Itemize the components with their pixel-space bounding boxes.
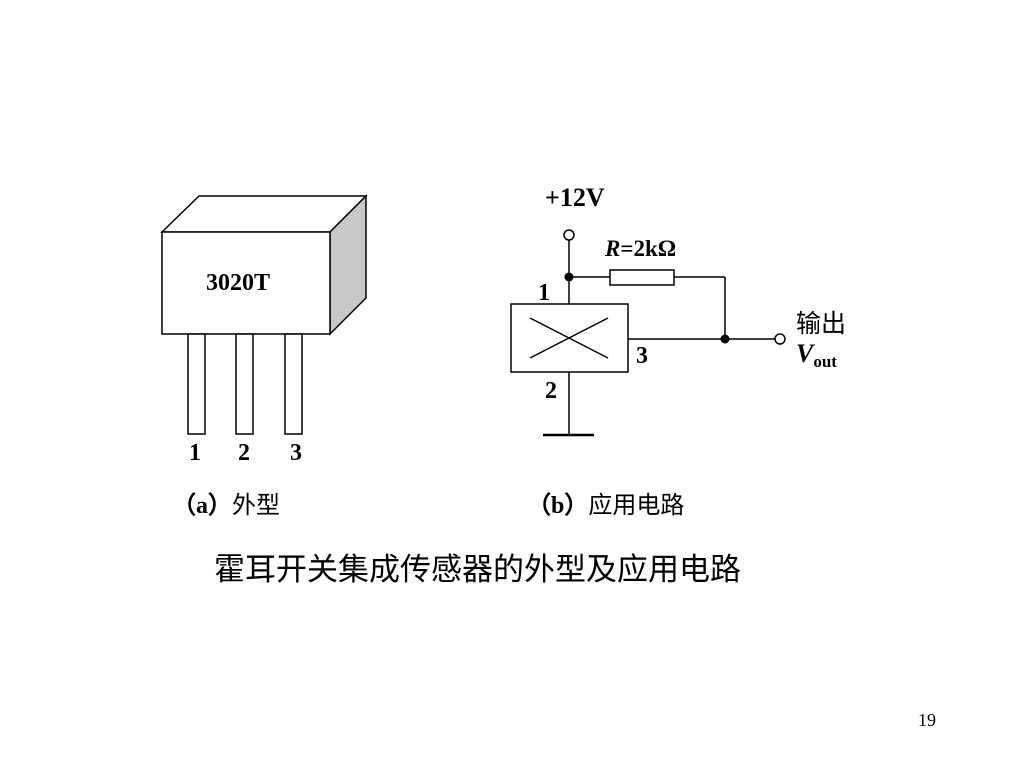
resistor: [609, 269, 675, 286]
circuit-pin-label-1: 1: [538, 280, 550, 306]
circuit-caption-text: 应用电路: [588, 493, 685, 519]
package-part-number: 3020T: [206, 270, 271, 296]
resistor-symbol: R: [605, 236, 621, 261]
package-lead-2: [235, 333, 254, 435]
vout-label: Vout: [796, 339, 837, 371]
circuit-caption: （b）应用电路: [527, 485, 684, 520]
supply-terminal: [563, 229, 575, 241]
vout-symbol: V: [796, 339, 814, 368]
output-label: 输出: [796, 311, 847, 338]
package-lead-3: [284, 333, 303, 435]
hall-sensor-cross-2: [529, 317, 609, 359]
package-caption-prefix: （a）: [172, 493, 232, 519]
resistor-value: =2kΩ: [620, 236, 677, 261]
package-lead-1: [187, 333, 206, 435]
package-drawing: [160, 194, 368, 435]
package-pin-label-3: 3: [290, 440, 302, 466]
output-terminal: [774, 333, 786, 345]
circuit-pin-label-3: 3: [636, 343, 648, 369]
package-pin-label-2: 2: [238, 440, 250, 466]
resistor-label: R=2kΩ: [605, 236, 676, 262]
package-front-face: [161, 231, 331, 335]
circuit-pin-label-2: 2: [545, 378, 557, 404]
circuit-caption-prefix: （b）: [527, 493, 589, 519]
package-caption: （a）外型: [172, 485, 280, 520]
circuit-drawing: [510, 229, 786, 437]
node-dot-output: [720, 334, 730, 344]
page-number: 19: [918, 710, 936, 730]
slide-title: 霍耳开关集成传感器的外型及应用电路: [214, 552, 741, 587]
vout-subscript: out: [813, 352, 837, 371]
package-pin-label-1: 1: [189, 440, 201, 466]
supply-voltage-label: +12V: [545, 183, 605, 212]
package-caption-text: 外型: [232, 493, 280, 519]
